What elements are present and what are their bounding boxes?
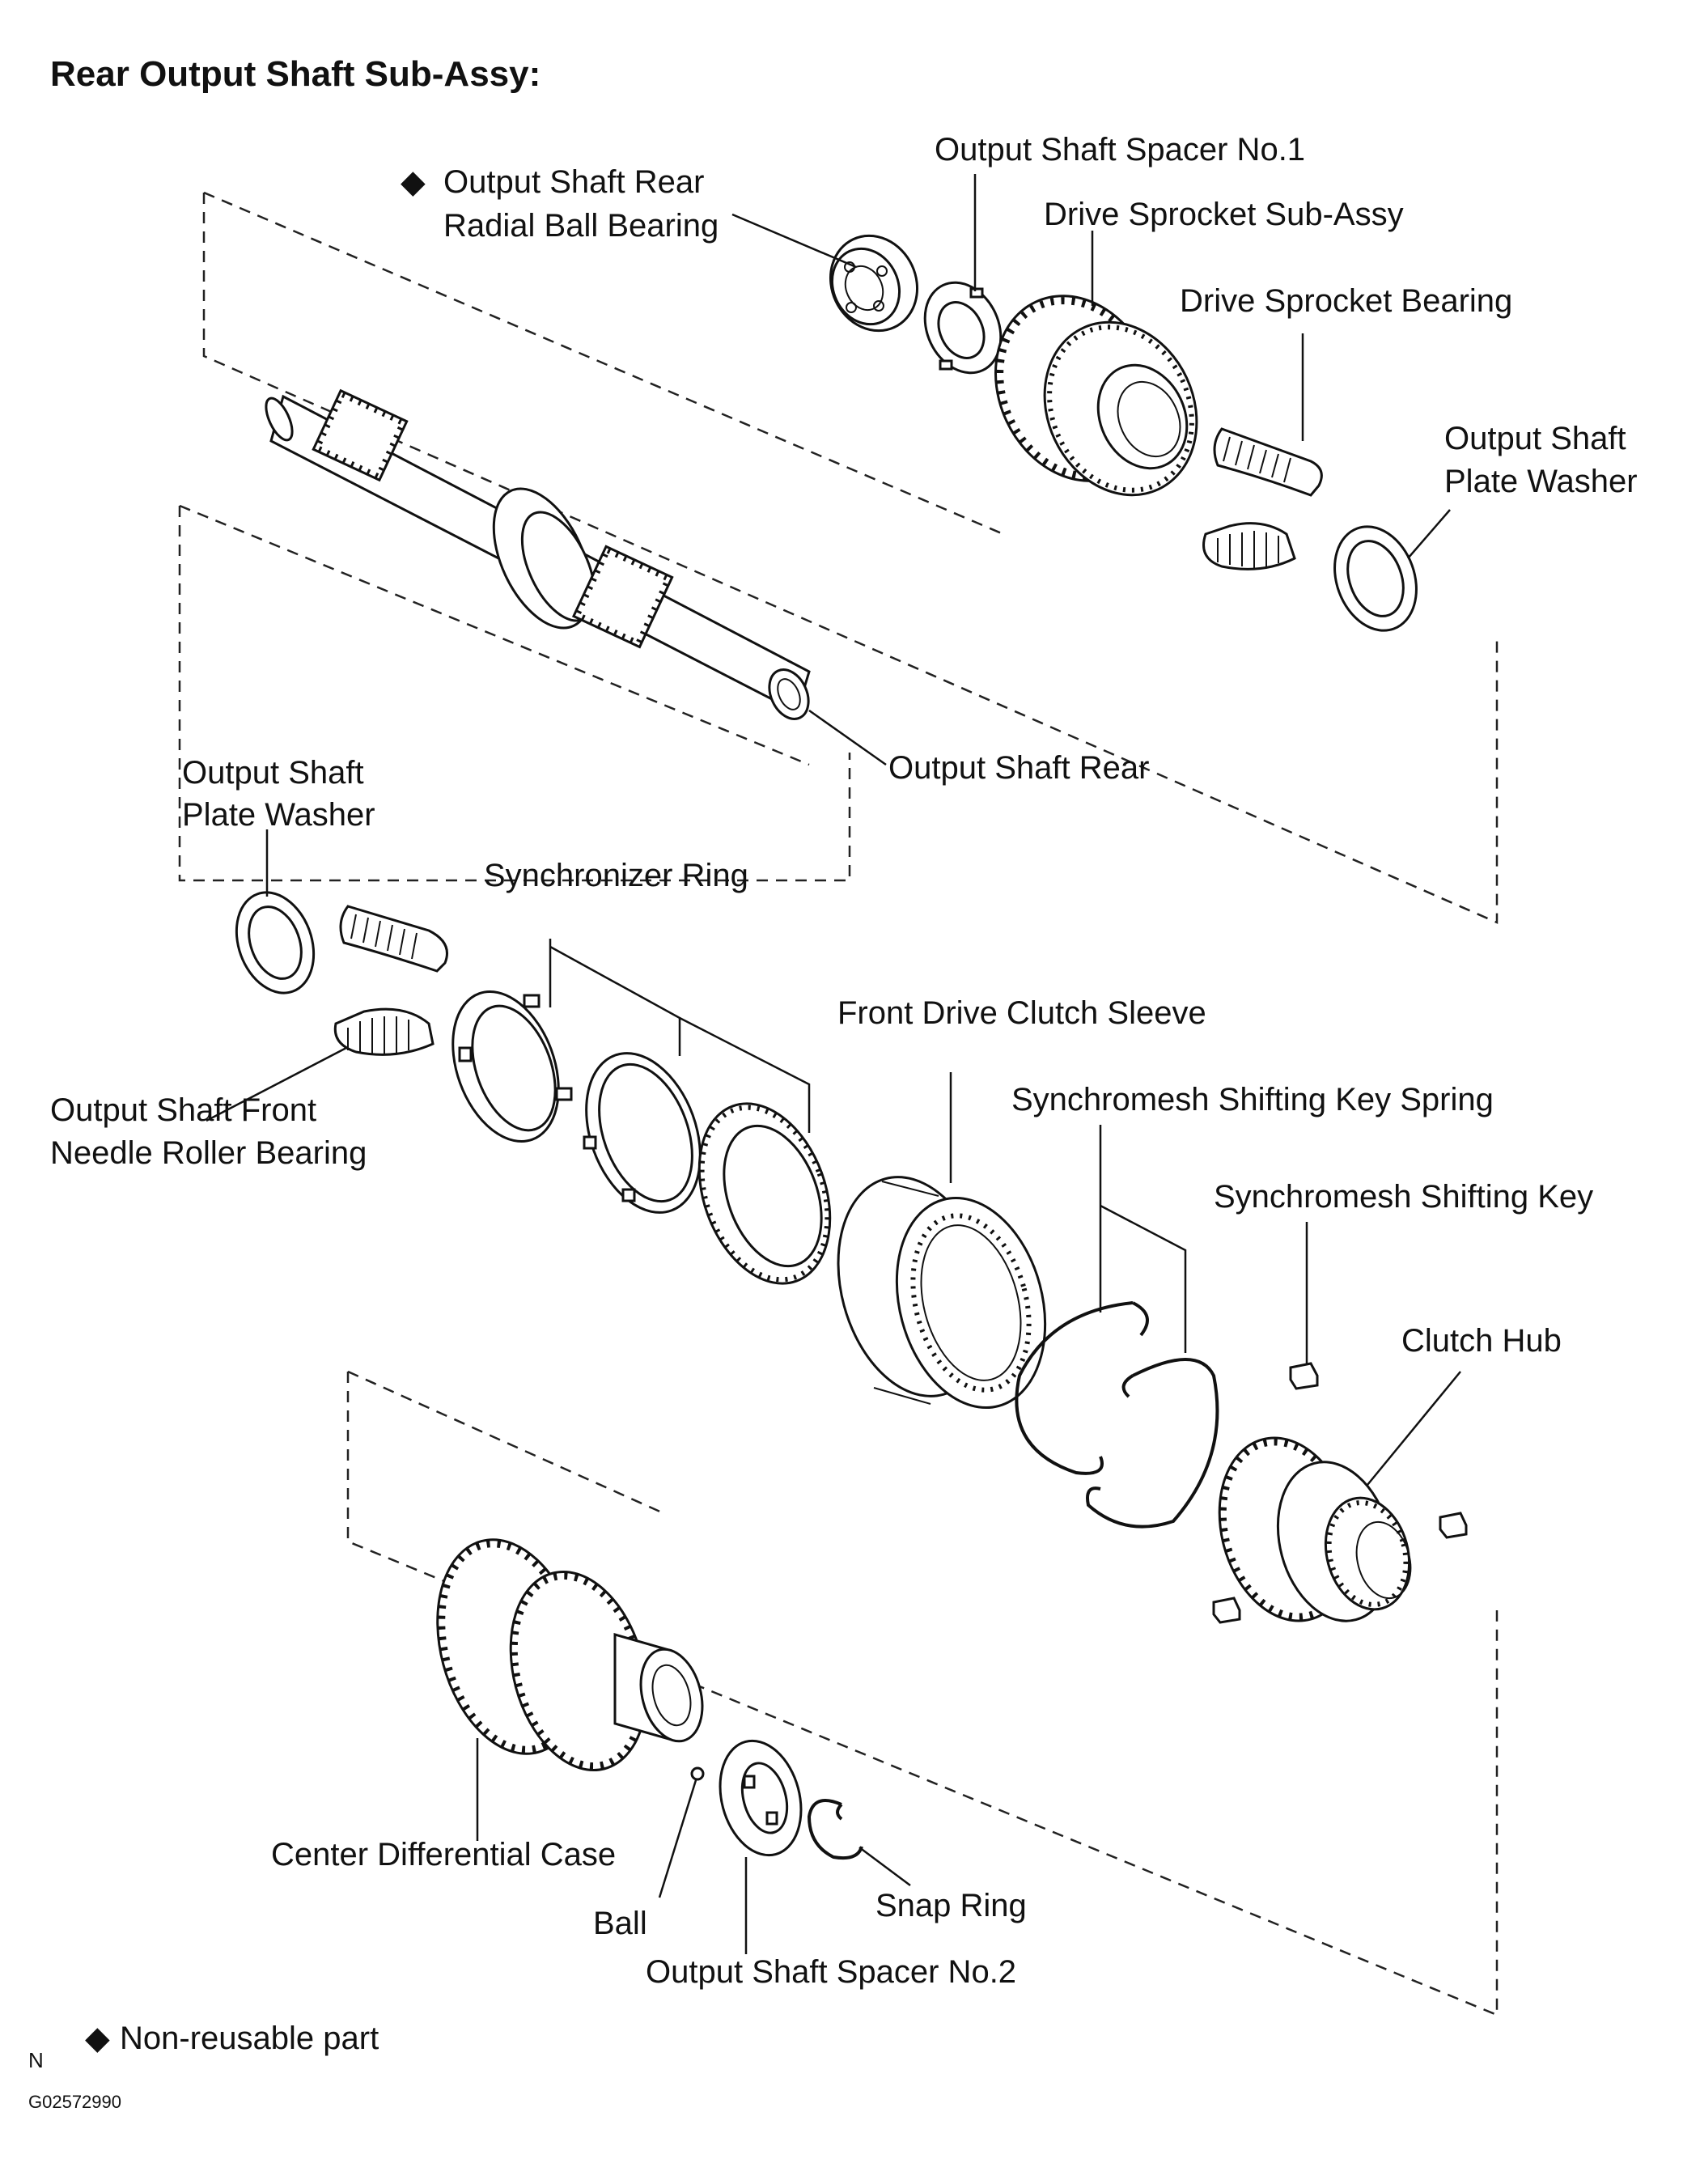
label-front-drive-clutch-sleeve: Front Drive Clutch Sleeve (837, 995, 1206, 1031)
label-rear-radial-bearing-line1: Output Shaft Rear (443, 164, 704, 200)
synchromesh-shifting-key (1212, 1362, 1468, 1624)
label-rear-radial-bearing-line2: Radial Ball Bearing (443, 208, 719, 244)
diagram-title: Rear Output Shaft Sub-Assy: (50, 54, 541, 94)
label-spacer-no1: Output Shaft Spacer No.1 (935, 132, 1305, 168)
output-shaft-plate-washer-right (1333, 525, 1418, 632)
footer-code-letter: N (28, 2048, 44, 2072)
label-plate-washer-left-line2: Plate Washer (182, 797, 375, 833)
label-drive-sprocket-bearing: Drive Sprocket Bearing (1180, 283, 1512, 319)
legend-symbol: ◆ (85, 2021, 110, 2056)
label-front-needle-bearing-line2: Needle Roller Bearing (50, 1135, 367, 1171)
snap-ring (807, 1799, 863, 1860)
label-ball: Ball (593, 1906, 647, 1941)
synchromesh-shifting-key-spring (1015, 1301, 1219, 1529)
non-reusable-marker: ◆ (401, 164, 426, 200)
clutch-hub (1218, 1436, 1412, 1622)
label-drive-sprocket: Drive Sprocket Sub-Assy (1044, 197, 1404, 232)
label-plate-washer-right-line2: Plate Washer (1444, 464, 1638, 499)
label-shifting-key: Synchromesh Shifting Key (1214, 1179, 1593, 1215)
legend-text: Non-reusable part (120, 2021, 379, 2056)
label-output-shaft-rear: Output Shaft Rear (888, 750, 1149, 786)
synchronizer-ring-inner (697, 1102, 832, 1285)
output-shaft-front-needle-bearing (333, 905, 448, 1056)
alignment-dashed-lines (178, 191, 1499, 2016)
front-drive-clutch-sleeve (837, 1176, 1047, 1410)
label-center-differential-case: Center Differential Case (271, 1837, 616, 1872)
drive-sprocket (994, 295, 1198, 497)
synchronizer-ring-outer (451, 990, 573, 1143)
label-spacer-no2: Output Shaft Spacer No.2 (646, 1954, 1016, 1990)
leader-lines (206, 174, 1461, 1954)
output-shaft-plate-washer-left (235, 891, 316, 994)
label-snap-ring: Snap Ring (875, 1888, 1027, 1923)
synchronizer-ring-middle (583, 1052, 702, 1214)
label-plate-washer-right-line1: Output Shaft (1444, 421, 1626, 456)
ball (690, 1766, 705, 1781)
drive-sprocket-bearing (1202, 427, 1323, 570)
label-plate-washer-left-line1: Output Shaft (182, 755, 364, 791)
output-shaft-spacer-no2 (719, 1739, 803, 1857)
footer-figure-id: G02572990 (28, 2092, 121, 2112)
label-front-needle-bearing-line1: Output Shaft Front (50, 1092, 316, 1128)
output-shaft-rear (265, 388, 811, 720)
center-differential-case (436, 1538, 704, 1772)
output-shaft-spacer-no1 (923, 281, 1003, 375)
rear-radial-ball-bearing (829, 234, 919, 333)
label-shifting-key-spring: Synchromesh Shifting Key Spring (1011, 1082, 1494, 1117)
label-synchronizer-ring: Synchronizer Ring (484, 858, 748, 893)
label-clutch-hub: Clutch Hub (1401, 1323, 1562, 1359)
